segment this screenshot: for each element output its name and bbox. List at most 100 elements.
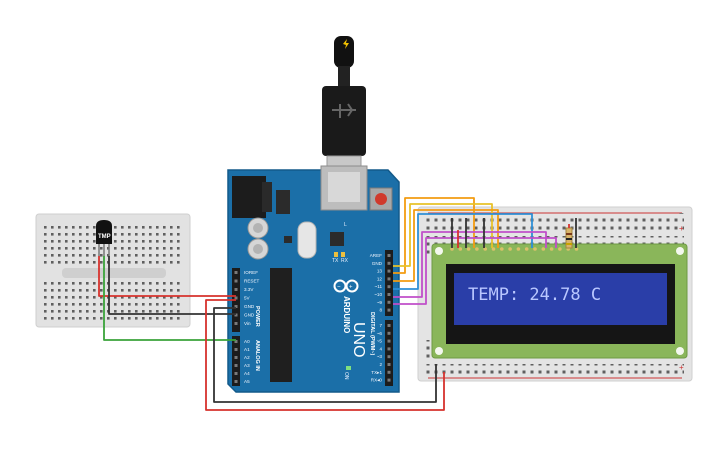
power-pin[interactable] (234, 271, 238, 274)
digital-pin-label: 2 (379, 362, 382, 367)
power-pin[interactable] (234, 288, 238, 291)
wires (98, 197, 577, 411)
power-pin-label: 5V (244, 296, 251, 301)
lcd-pin (516, 247, 521, 251)
analog-pin-label: A3 (244, 363, 250, 368)
arduino-logo: − + (333, 279, 359, 293)
svg-text:+: + (679, 224, 684, 233)
analog-pin-label: A0 (244, 339, 250, 344)
digital-pin[interactable] (387, 277, 391, 281)
digital-pin[interactable] (387, 355, 391, 359)
wire-red-sensor-5v (98, 256, 236, 297)
digital-pin[interactable] (387, 324, 391, 327)
wire-yellow-pin13 (393, 203, 493, 267)
wire-black-gnd-rail (213, 307, 437, 403)
digital-pin[interactable] (387, 370, 391, 374)
digital-pin-label: 8 (379, 308, 382, 313)
sensor-label: TMP (98, 234, 111, 240)
digital-pin-label: AREF (370, 253, 382, 258)
power-pin[interactable] (234, 296, 238, 300)
l-led-label: L (344, 222, 347, 228)
svg-text:+: + (679, 363, 684, 372)
arduino-brand: ARDUINO (342, 296, 351, 333)
digital-pin[interactable] (387, 331, 391, 335)
digital-pin-label: ~6 (377, 331, 383, 336)
lcd-module: TEMP: 24.78 C (431, 227, 688, 359)
uno-label: UNO (350, 322, 367, 358)
power-pin[interactable] (234, 305, 238, 308)
wire-purple-pin8 (393, 237, 557, 305)
digital-pin[interactable] (387, 347, 391, 351)
analog-section-label: ANALOG IN (254, 340, 260, 371)
temperature-sensor: TMP (96, 220, 112, 256)
lcd-pin (491, 247, 496, 251)
analog-pin[interactable] (234, 348, 238, 351)
reset-button[interactable] (375, 193, 387, 205)
power-pin[interactable] (234, 322, 238, 325)
lcd-pin (500, 247, 504, 251)
digital-pin[interactable] (387, 254, 391, 257)
wire-black-sensor-gnd (108, 256, 236, 315)
power-pin-label: IOREF (244, 270, 258, 275)
digital-pin[interactable] (387, 269, 391, 273)
svg-text:−: − (337, 285, 341, 291)
wire-red-5v-rail (205, 299, 445, 411)
lcd-pin (475, 247, 479, 251)
digital-pin-label: ~5 (377, 339, 383, 344)
digital-pin-label: 4 (379, 346, 382, 351)
power-pin[interactable] (234, 313, 238, 317)
analog-pin-label: A2 (244, 355, 250, 360)
lcd-pin (533, 247, 537, 251)
digital-pin[interactable] (387, 261, 391, 265)
svg-text:−: − (679, 209, 684, 218)
analog-pin[interactable] (234, 340, 238, 343)
digital-pin[interactable] (387, 339, 391, 343)
svg-text:+: + (349, 285, 353, 291)
lcd-pin (450, 247, 454, 251)
digital-pin[interactable] (387, 293, 391, 296)
analog-pin[interactable] (234, 356, 238, 359)
power-pin[interactable] (234, 279, 238, 283)
lcd-pin (508, 247, 512, 251)
lcd-pin (574, 247, 579, 251)
analog-pin[interactable] (234, 364, 238, 367)
digital-pin-label: ~3 (377, 354, 383, 359)
lcd-pin (483, 247, 488, 251)
digital-pin[interactable] (387, 308, 391, 312)
lightning-icon (343, 39, 349, 49)
tx-label: TX (332, 258, 339, 264)
analog-pin-label: A1 (244, 347, 250, 352)
digital-pin-label: ~10 (374, 292, 382, 297)
digital-pin-label: RX◂0 (371, 378, 383, 383)
arduino-board: TX RX L − + ARDUINO UNO ON IOREFRESET3.3… (227, 165, 400, 393)
usb-cable (322, 36, 366, 183)
digital-pin[interactable] (387, 378, 391, 382)
digital-pin[interactable] (387, 300, 391, 304)
power-pin-label: GND (244, 304, 255, 309)
digital-pin-label: TX▸1 (371, 370, 382, 375)
digital-pin-label: GND (372, 261, 383, 266)
lcd-header-pins (450, 247, 579, 251)
analog-pin-label: A5 (244, 379, 250, 384)
usb-icon (332, 103, 356, 118)
lcd-pin (466, 247, 471, 251)
analog-pin[interactable] (234, 372, 238, 375)
digital-section-label: DIGITAL (PWM~) (369, 312, 375, 356)
digital-pin-label: ~11 (375, 284, 383, 289)
digital-pin-label: ~9 (377, 300, 383, 305)
digital-pin-label: 13 (377, 269, 383, 274)
digital-pin[interactable] (387, 363, 391, 366)
power-pin-label: 3.3V (244, 287, 254, 292)
lcd-screen (454, 273, 667, 325)
digital-pin[interactable] (387, 285, 391, 289)
lcd-pin (458, 247, 463, 251)
digital-pin-label: 7 (379, 323, 382, 328)
lcd-pin (558, 247, 562, 251)
on-label: ON (343, 372, 349, 380)
lcd-pin (524, 247, 529, 251)
analog-pin[interactable] (234, 380, 238, 383)
